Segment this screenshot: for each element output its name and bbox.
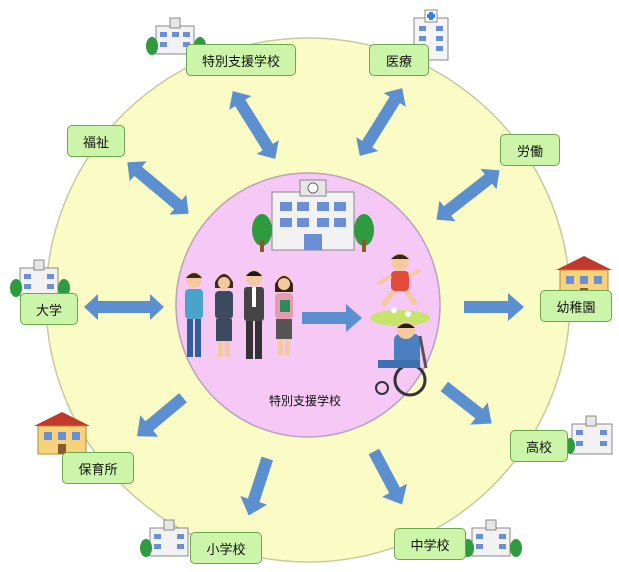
school-building-icon: [565, 415, 613, 455]
node-tokubetsu: 特別支援学校: [186, 44, 296, 76]
node-yochien: 幼稚園: [540, 290, 612, 322]
node-koko: 高校: [510, 430, 568, 462]
node-iryo: 医療: [369, 44, 429, 76]
school-building-icon: [462, 519, 522, 557]
school-building-icon: [10, 259, 70, 297]
school-building-icon: [140, 519, 189, 557]
node-rodo: 労働: [500, 134, 560, 166]
hospital-icon: [413, 9, 449, 61]
kindergarten-building-icon: [34, 412, 90, 455]
inner-circle: [175, 172, 441, 438]
center-label: 特別支援学校: [269, 394, 342, 408]
teachers-group-icon: [185, 270, 293, 359]
node-daigaku: 大学: [20, 293, 78, 325]
node-shogakko: 小学校: [190, 532, 262, 564]
node-fukushi: 福祉: [67, 125, 125, 157]
school-building-icon: [252, 179, 374, 252]
node-chugakko: 中学校: [394, 528, 466, 560]
node-hoikusho: 保育所: [62, 452, 134, 484]
students-icon: [370, 253, 430, 397]
